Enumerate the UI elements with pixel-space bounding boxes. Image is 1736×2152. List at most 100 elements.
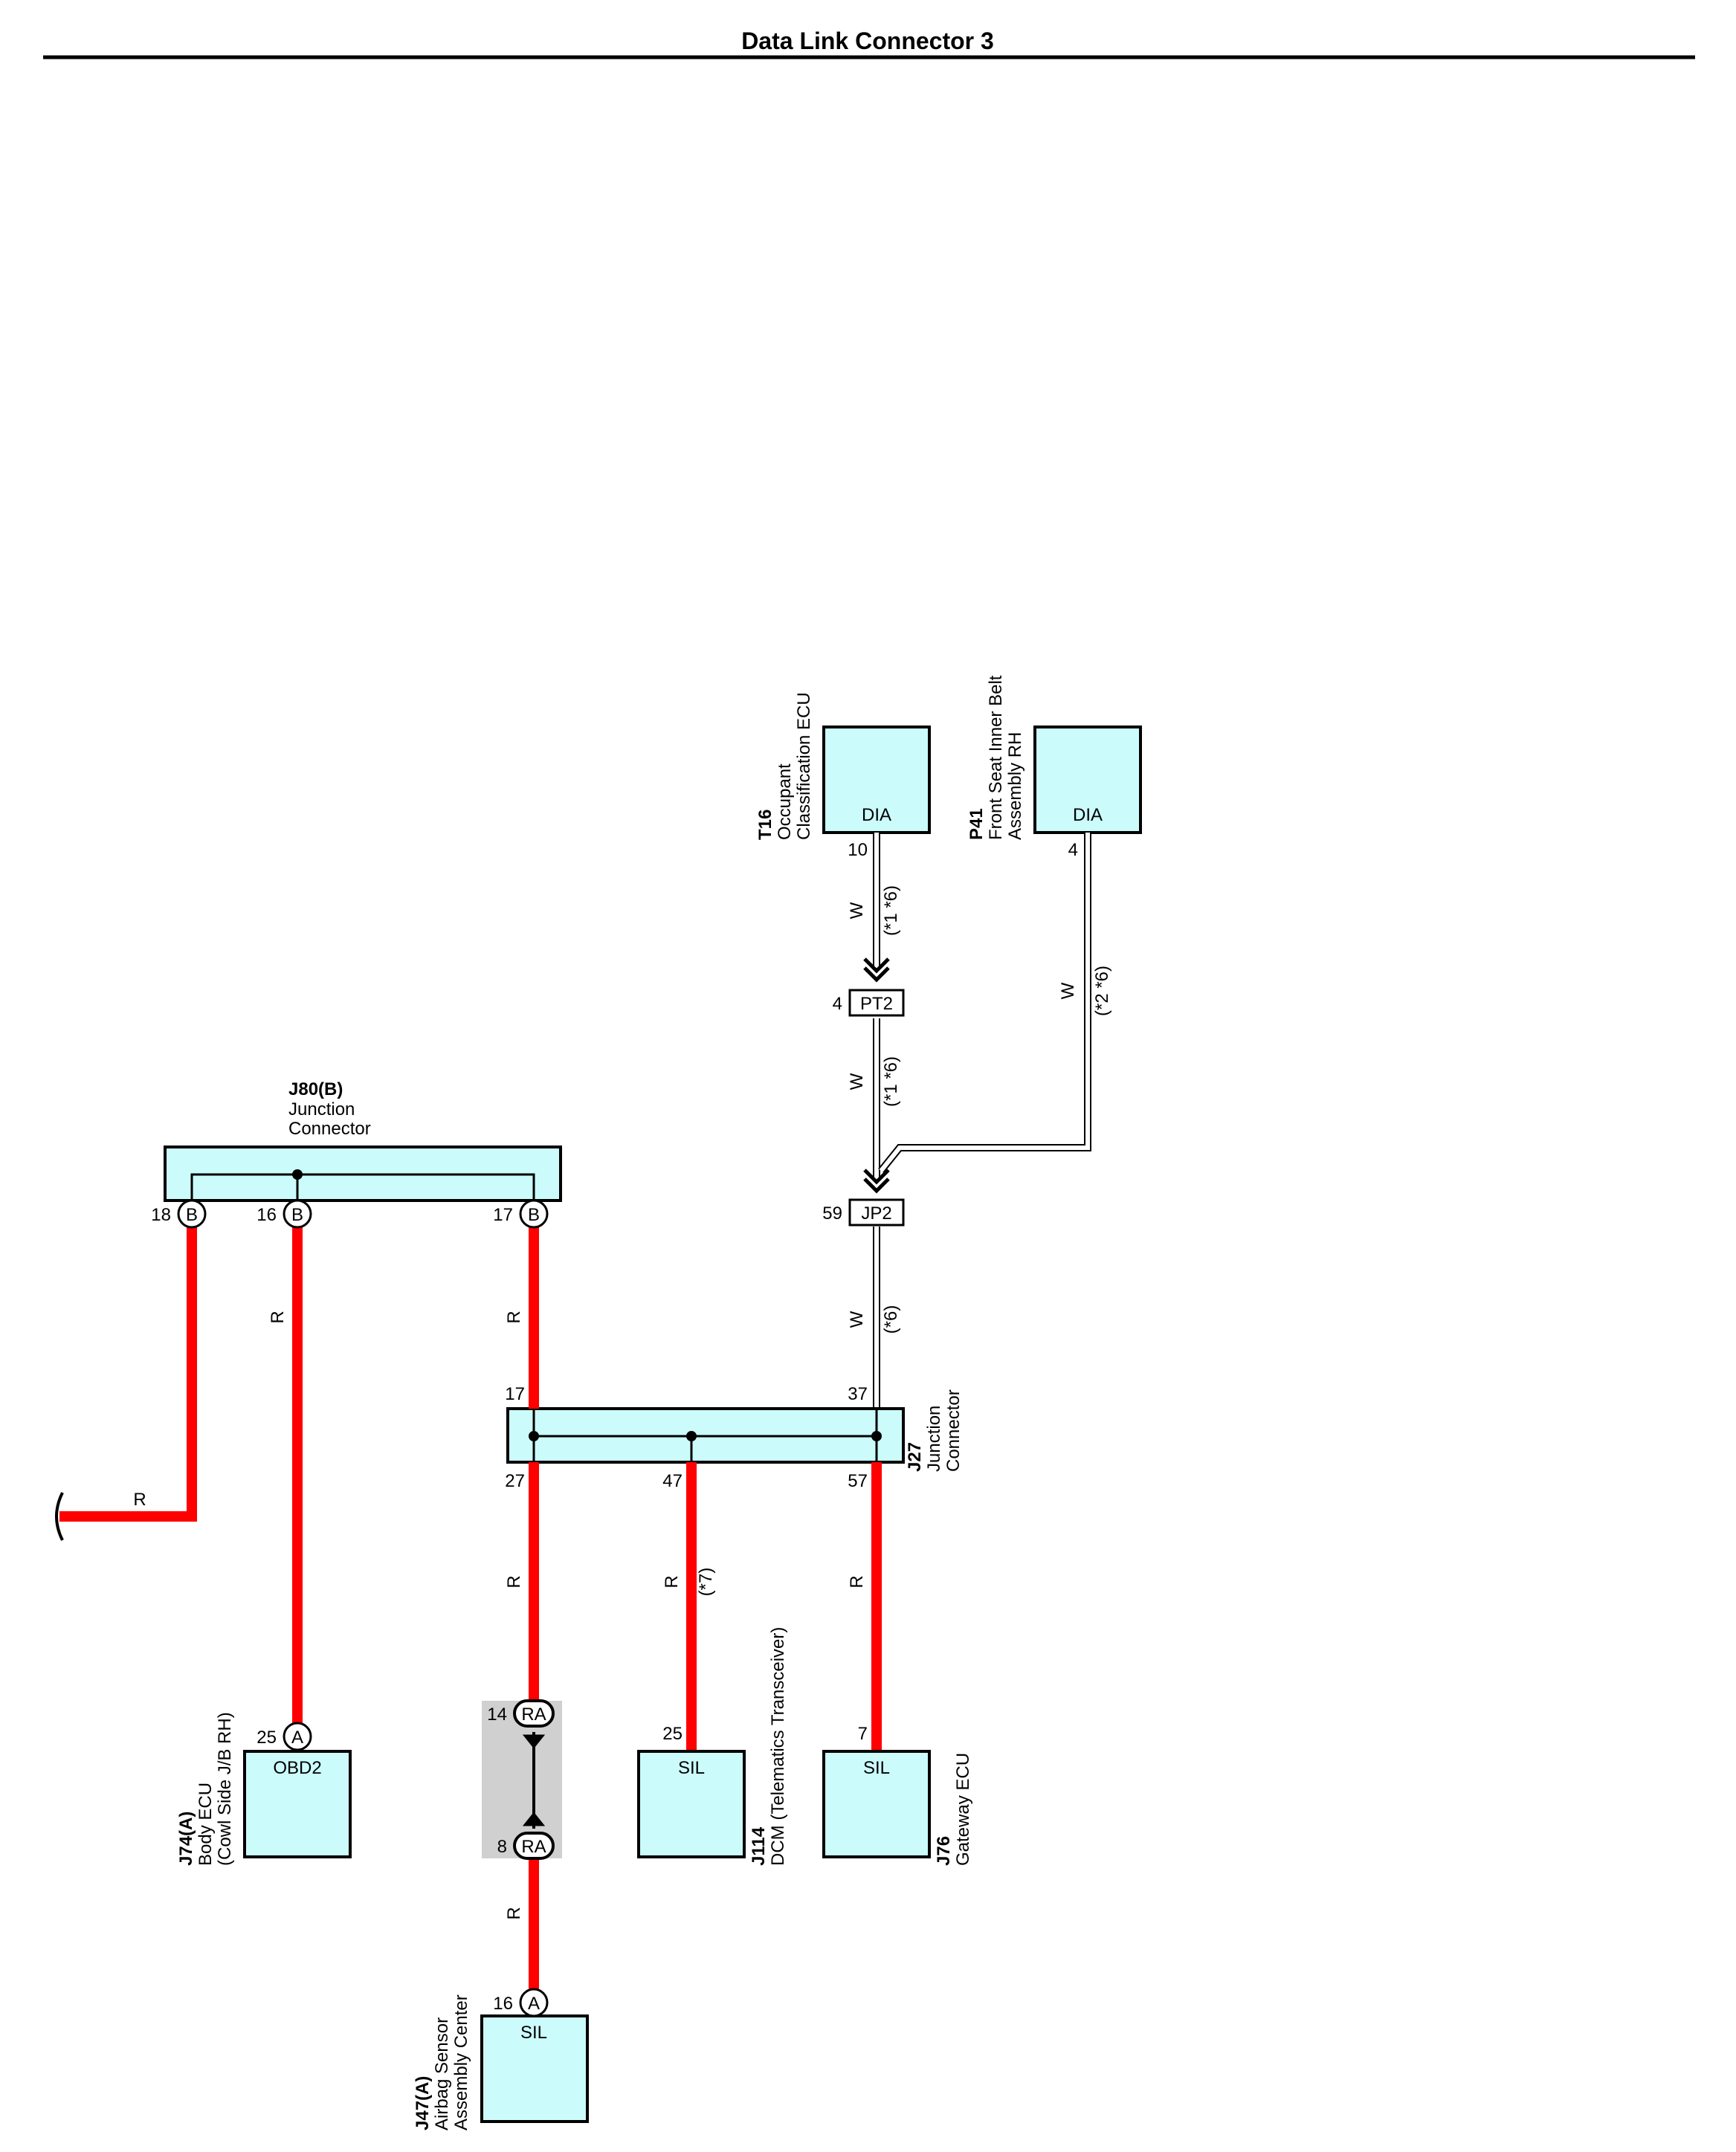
component-j27[interactable]: 17 37 27 47 57 J27 Junction Connector [505, 1384, 964, 1491]
pt2-label: PT2 [860, 994, 893, 1014]
svg-text:17: 17 [493, 1205, 513, 1225]
connector-jp2[interactable]: JP2 59 [822, 1169, 905, 1227]
j76-terminal: SIL [863, 1758, 890, 1778]
wire-label-r-7: R [504, 1907, 524, 1919]
j80-name-1: Junction [288, 1099, 355, 1119]
wire-label-w-3: W [1058, 982, 1078, 999]
t16-pin: 10 [848, 840, 868, 860]
ra-bottom-oval [513, 1832, 555, 1860]
ra-highlight [482, 1701, 562, 1858]
ra-top-label: RA [521, 1705, 546, 1725]
t16-name-2: Classification ECU [794, 692, 814, 840]
component-j74[interactable]: OBD2 A 25 J74(A) Body ECU (Cowl Side J/B… [176, 1712, 352, 1866]
wire-note-16-b: (*1 *6) [881, 1056, 901, 1107]
wire-r-j80-18[interactable] [59, 1227, 197, 1522]
jp2-pin: 59 [822, 1203, 842, 1224]
wire-label-w-4: W [847, 1311, 867, 1328]
wire-label-r-6: R [847, 1575, 867, 1588]
p41-name-2: Assembly RH [1005, 732, 1025, 840]
wire-note-6: (*6) [881, 1305, 901, 1334]
j80-code: J80(B) [288, 1079, 343, 1099]
t16-terminal: DIA [862, 805, 891, 825]
jp2-label: JP2 [861, 1203, 891, 1224]
j76-code: J76 [934, 1836, 954, 1866]
component-j114[interactable]: SIL 25 J114 DCM (Telematics Transceiver) [637, 1627, 788, 1866]
p41-terminal: DIA [1073, 805, 1103, 825]
j74-name-1: Body ECU [196, 1783, 216, 1866]
p41-code: P41 [967, 808, 987, 840]
p41-name-1: Front Seat Inner Belt [986, 675, 1006, 840]
svg-text:A: A [528, 1994, 540, 2014]
pt2-pin: 4 [833, 994, 842, 1014]
j80-pin-18[interactable]: B 18 [151, 1199, 207, 1229]
pt2-chevron-icon [863, 957, 890, 983]
j114-box [637, 1750, 746, 1858]
ra-bottom-pin: 8 [497, 1837, 507, 1857]
svg-text:16: 16 [256, 1205, 277, 1225]
pt2-box [848, 989, 905, 1017]
page-title: Data Link Connector 3 [741, 28, 994, 54]
j47-code: J47(A) [413, 2076, 433, 2130]
j27-code: J27 [905, 1442, 925, 1472]
t16-name-1: Occupant [775, 763, 795, 840]
j114-terminal: SIL [678, 1758, 705, 1778]
component-j80[interactable]: J80(B) Junction Connector [164, 1079, 562, 1214]
svg-text:18: 18 [151, 1205, 171, 1225]
j27-pin-17: 17 [505, 1384, 525, 1404]
j47-pin-circle [519, 1988, 549, 2017]
j80-name-2: Connector [288, 1119, 371, 1139]
j27-pin-27: 27 [505, 1471, 525, 1491]
component-t16[interactable]: DIA 10 T16 Occupant Classification ECU [755, 692, 931, 860]
p41-box [1033, 726, 1142, 834]
j27-pin-47: 47 [662, 1471, 683, 1491]
svg-text:B: B [186, 1205, 198, 1225]
j80-pin-17[interactable]: B 17 [493, 1199, 549, 1229]
wire-w-p41-jp2[interactable] [878, 833, 1091, 1174]
j47-name-1: Airbag Sensor [432, 2017, 452, 2130]
svg-text:B: B [528, 1205, 540, 1225]
j114-code: J114 [749, 1826, 769, 1866]
j74-box [243, 1750, 352, 1858]
j47-pin: 16 [493, 1994, 513, 2014]
j76-name-1: Gateway ECU [953, 1753, 973, 1866]
j80-junction-dot [292, 1169, 303, 1180]
j74-code: J74(A) [176, 1812, 196, 1866]
j76-box [822, 1750, 931, 1858]
component-j47[interactable]: SIL A 16 J47(A) Airbag Sensor Assembly C… [413, 1988, 589, 2130]
component-j76[interactable]: SIL 7 J76 Gateway ECU [822, 1724, 973, 1866]
wire-label-w-1: W [847, 902, 867, 919]
ra-top-oval [513, 1699, 555, 1728]
connector-pt2[interactable]: PT2 4 [833, 957, 905, 1017]
j114-name-1: DCM (Telematics Transceiver) [768, 1627, 788, 1866]
wire-note-16-a: (*1 *6) [881, 885, 901, 936]
j27-name-2: Connector [943, 1389, 964, 1472]
j80-bus [190, 1173, 535, 1214]
jp2-chevron-icon [863, 1169, 890, 1194]
j74-pin-circle [283, 1722, 312, 1751]
j27-name-1: Junction [924, 1406, 944, 1472]
j80-pin-16[interactable]: B 16 [256, 1199, 312, 1229]
jp2-box [848, 1198, 905, 1227]
wire-label-r-3: R [504, 1311, 524, 1323]
j114-pin: 25 [662, 1724, 683, 1744]
j47-terminal: SIL [520, 2023, 547, 2043]
wire-label-w-2: W [847, 1073, 867, 1090]
wire-label-r-1: R [133, 1490, 146, 1510]
j47-name-2: Assembly Center [451, 1994, 471, 2130]
connector-ra[interactable]: RA 14 RA 8 [482, 1699, 562, 1860]
wire-label-r-2: R [268, 1311, 288, 1323]
wire-label-r-5: R [662, 1575, 682, 1588]
ra-bottom-label: RA [521, 1837, 546, 1857]
j27-pin-37: 37 [848, 1384, 868, 1404]
svg-text:B: B [291, 1205, 303, 1225]
wire-note-26: (*2 *6) [1092, 966, 1112, 1016]
svg-text:A: A [291, 1728, 303, 1748]
wire-break-icon [55, 1492, 64, 1541]
j27-pin-57: 57 [848, 1471, 868, 1491]
component-p41[interactable]: DIA 4 P41 Front Seat Inner Belt Assembly… [967, 675, 1142, 860]
wire-label-r-4: R [504, 1575, 524, 1588]
j74-pin: 25 [256, 1728, 277, 1748]
j76-pin: 7 [858, 1724, 868, 1744]
j74-name-2: (Cowl Side J/B RH) [215, 1712, 235, 1866]
j74-terminal: OBD2 [273, 1758, 321, 1778]
